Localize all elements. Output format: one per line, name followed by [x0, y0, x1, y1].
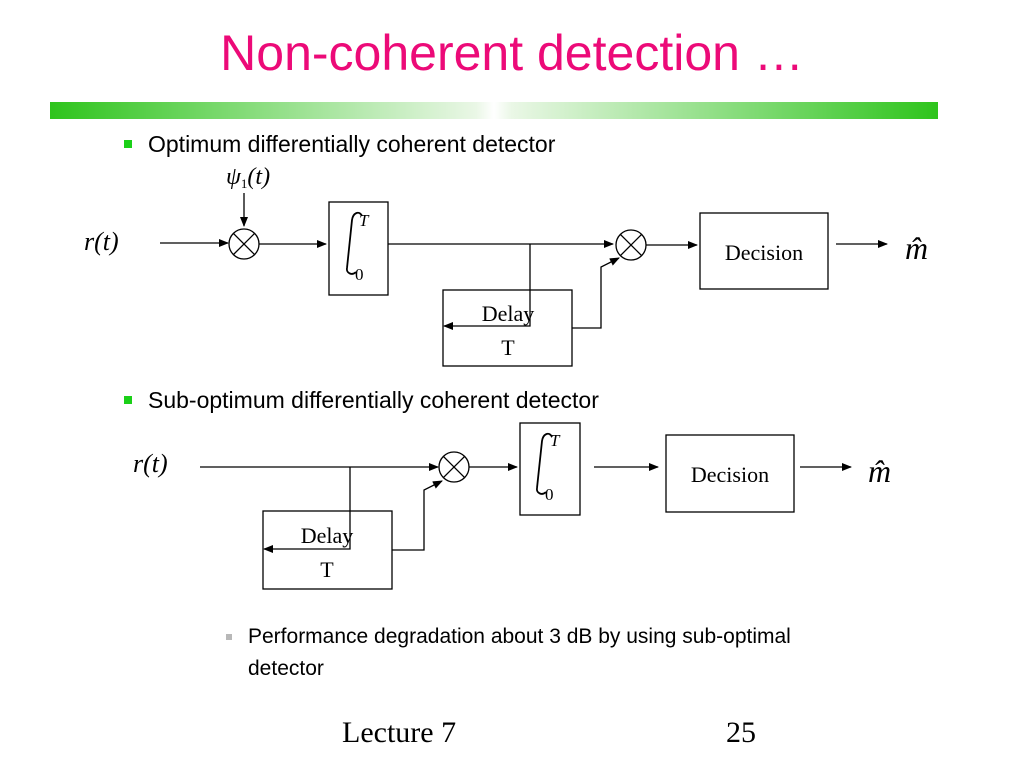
optimum-delay-block: Delay T: [442, 289, 573, 367]
optimum-delay-label: Delay: [482, 301, 535, 326]
optimum-integrator-lower: 0: [355, 265, 364, 284]
bullet-optimum-text: Optimum differentially coherent detector: [148, 131, 556, 157]
footer-lecture: Lecture 7: [342, 716, 457, 749]
bullet-suboptimum: Sub-optimum differentially coherent dete…: [124, 387, 599, 414]
slide-title: Non-coherent detection …: [220, 25, 804, 81]
optimum-decision-label: Decision: [725, 240, 803, 265]
optimum-basis-label: ψ1(t): [226, 164, 270, 191]
suboptimum-decision-label: Decision: [691, 462, 769, 487]
suboptimum-delay-output-arrow: [392, 480, 443, 551]
optimum-delay-input-arrow: [443, 244, 531, 330]
optimum-integrator-upper: T: [359, 211, 370, 230]
suboptimum-delay-input-arrow: [263, 467, 351, 553]
suboptimum-delay-block: Delay T: [262, 510, 393, 590]
sub-bullet-performance: Performance degradation about 3 dB by us…: [226, 621, 846, 685]
suboptimum-integrator-block: T 0: [519, 422, 581, 516]
optimum-delay-t: T: [501, 335, 515, 360]
optimum-delay-output-arrow: [572, 257, 620, 329]
optimum-decision-block: Decision: [699, 212, 829, 290]
bullet-square-icon: [124, 396, 132, 404]
suboptimum-output-label: m̂: [868, 453, 891, 489]
optimum-output-label: m̂: [905, 230, 928, 266]
footer-page-number: 25: [726, 716, 756, 749]
suboptimum-integrator-upper: T: [550, 431, 561, 450]
suboptimum-detector-diagram: r(t) Delay T T 0: [133, 422, 891, 590]
suboptimum-multiplier: [438, 451, 470, 483]
optimum-input-label: r(t): [84, 227, 119, 256]
suboptimum-delay-t: T: [320, 557, 334, 582]
sub-bullet-text: Performance degradation about 3 dB by us…: [248, 625, 791, 680]
optimum-multiplier-1: [228, 228, 260, 260]
title-accent-bar: [50, 102, 938, 119]
bullet-optimum: Optimum differentially coherent detector: [124, 131, 555, 158]
optimum-detector-diagram: r(t) ψ1(t) T 0 Delay T: [84, 164, 928, 367]
suboptimum-decision-block: Decision: [665, 434, 795, 513]
sub-bullet-square-icon: [226, 634, 232, 640]
bullet-suboptimum-text: Sub-optimum differentially coherent dete…: [148, 387, 599, 413]
bullet-square-icon: [124, 140, 132, 148]
suboptimum-delay-label: Delay: [301, 523, 354, 548]
suboptimum-integrator-lower: 0: [545, 485, 554, 504]
optimum-integrator-block: T 0: [328, 201, 389, 296]
optimum-multiplier-2: [615, 229, 647, 261]
suboptimum-input-label: r(t): [133, 449, 168, 478]
